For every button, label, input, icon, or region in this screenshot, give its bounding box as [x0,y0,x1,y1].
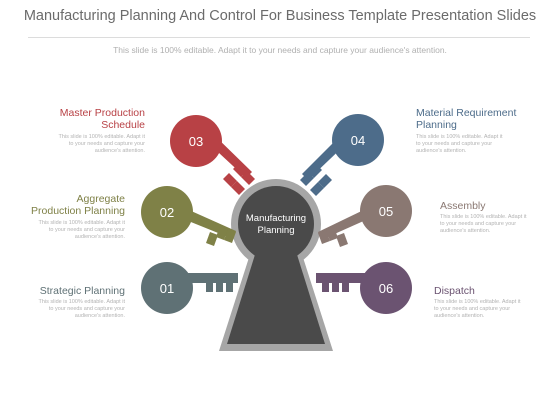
item-label-03: Master Production Schedule [20,107,145,131]
key-01 [141,262,238,314]
item-desc-05: This slide is 100% editable. Adapt it to… [440,214,527,234]
item-desc-03: This slide is 100% editable. Adapt it to… [58,134,145,154]
item-desc-01: This slide is 100% editable. Adapt it to… [38,299,125,319]
item-label-04-line1: Material Requirement [416,107,517,119]
center-label-line1: Manufacturing [246,213,306,224]
item-label-06-line1: Dispatch [434,285,475,297]
keyhole-lock [219,179,333,351]
item-label-04-line2: Planning [416,119,457,131]
key-05 [318,185,412,247]
title-divider [28,37,530,38]
item-label-05-line1: Assembly [440,200,486,212]
item-label-02-line1: Aggregate [76,193,125,205]
item-desc-02: This slide is 100% editable. Adapt it to… [38,220,125,240]
key-04 [300,114,384,196]
item-label-06: Dispatch [434,285,546,297]
item-label-01: Strategic Planning [10,285,125,297]
item-label-03-line1: Master Production [59,107,145,119]
key-06 [316,262,412,314]
center-label-line2: Planning [258,225,295,236]
key-02 [141,186,236,246]
item-label-04: Material Requirement Planning [416,107,546,131]
key-number-04: 04 [351,133,365,148]
key-number-06: 06 [379,281,393,296]
key-number-02: 02 [160,205,174,220]
key-number-03: 03 [189,134,203,149]
item-label-05: Assembly [440,200,550,212]
slide-subtitle: This slide is 100% editable. Adapt it to… [113,45,447,55]
item-label-02-line2: Production Planning [31,205,125,217]
key-number-01: 01 [160,281,174,296]
item-label-01-line1: Strategic Planning [39,285,125,297]
item-label-02: Aggregate Production Planning [10,193,125,217]
item-label-03-line2: Schedule [101,119,145,131]
item-desc-06: This slide is 100% editable. Adapt it to… [434,299,521,319]
item-desc-04: This slide is 100% editable. Adapt it to… [416,134,503,154]
key-03 [170,115,255,195]
slide-title: Manufacturing Planning And Control For B… [23,8,537,24]
key-number-05: 05 [379,204,393,219]
